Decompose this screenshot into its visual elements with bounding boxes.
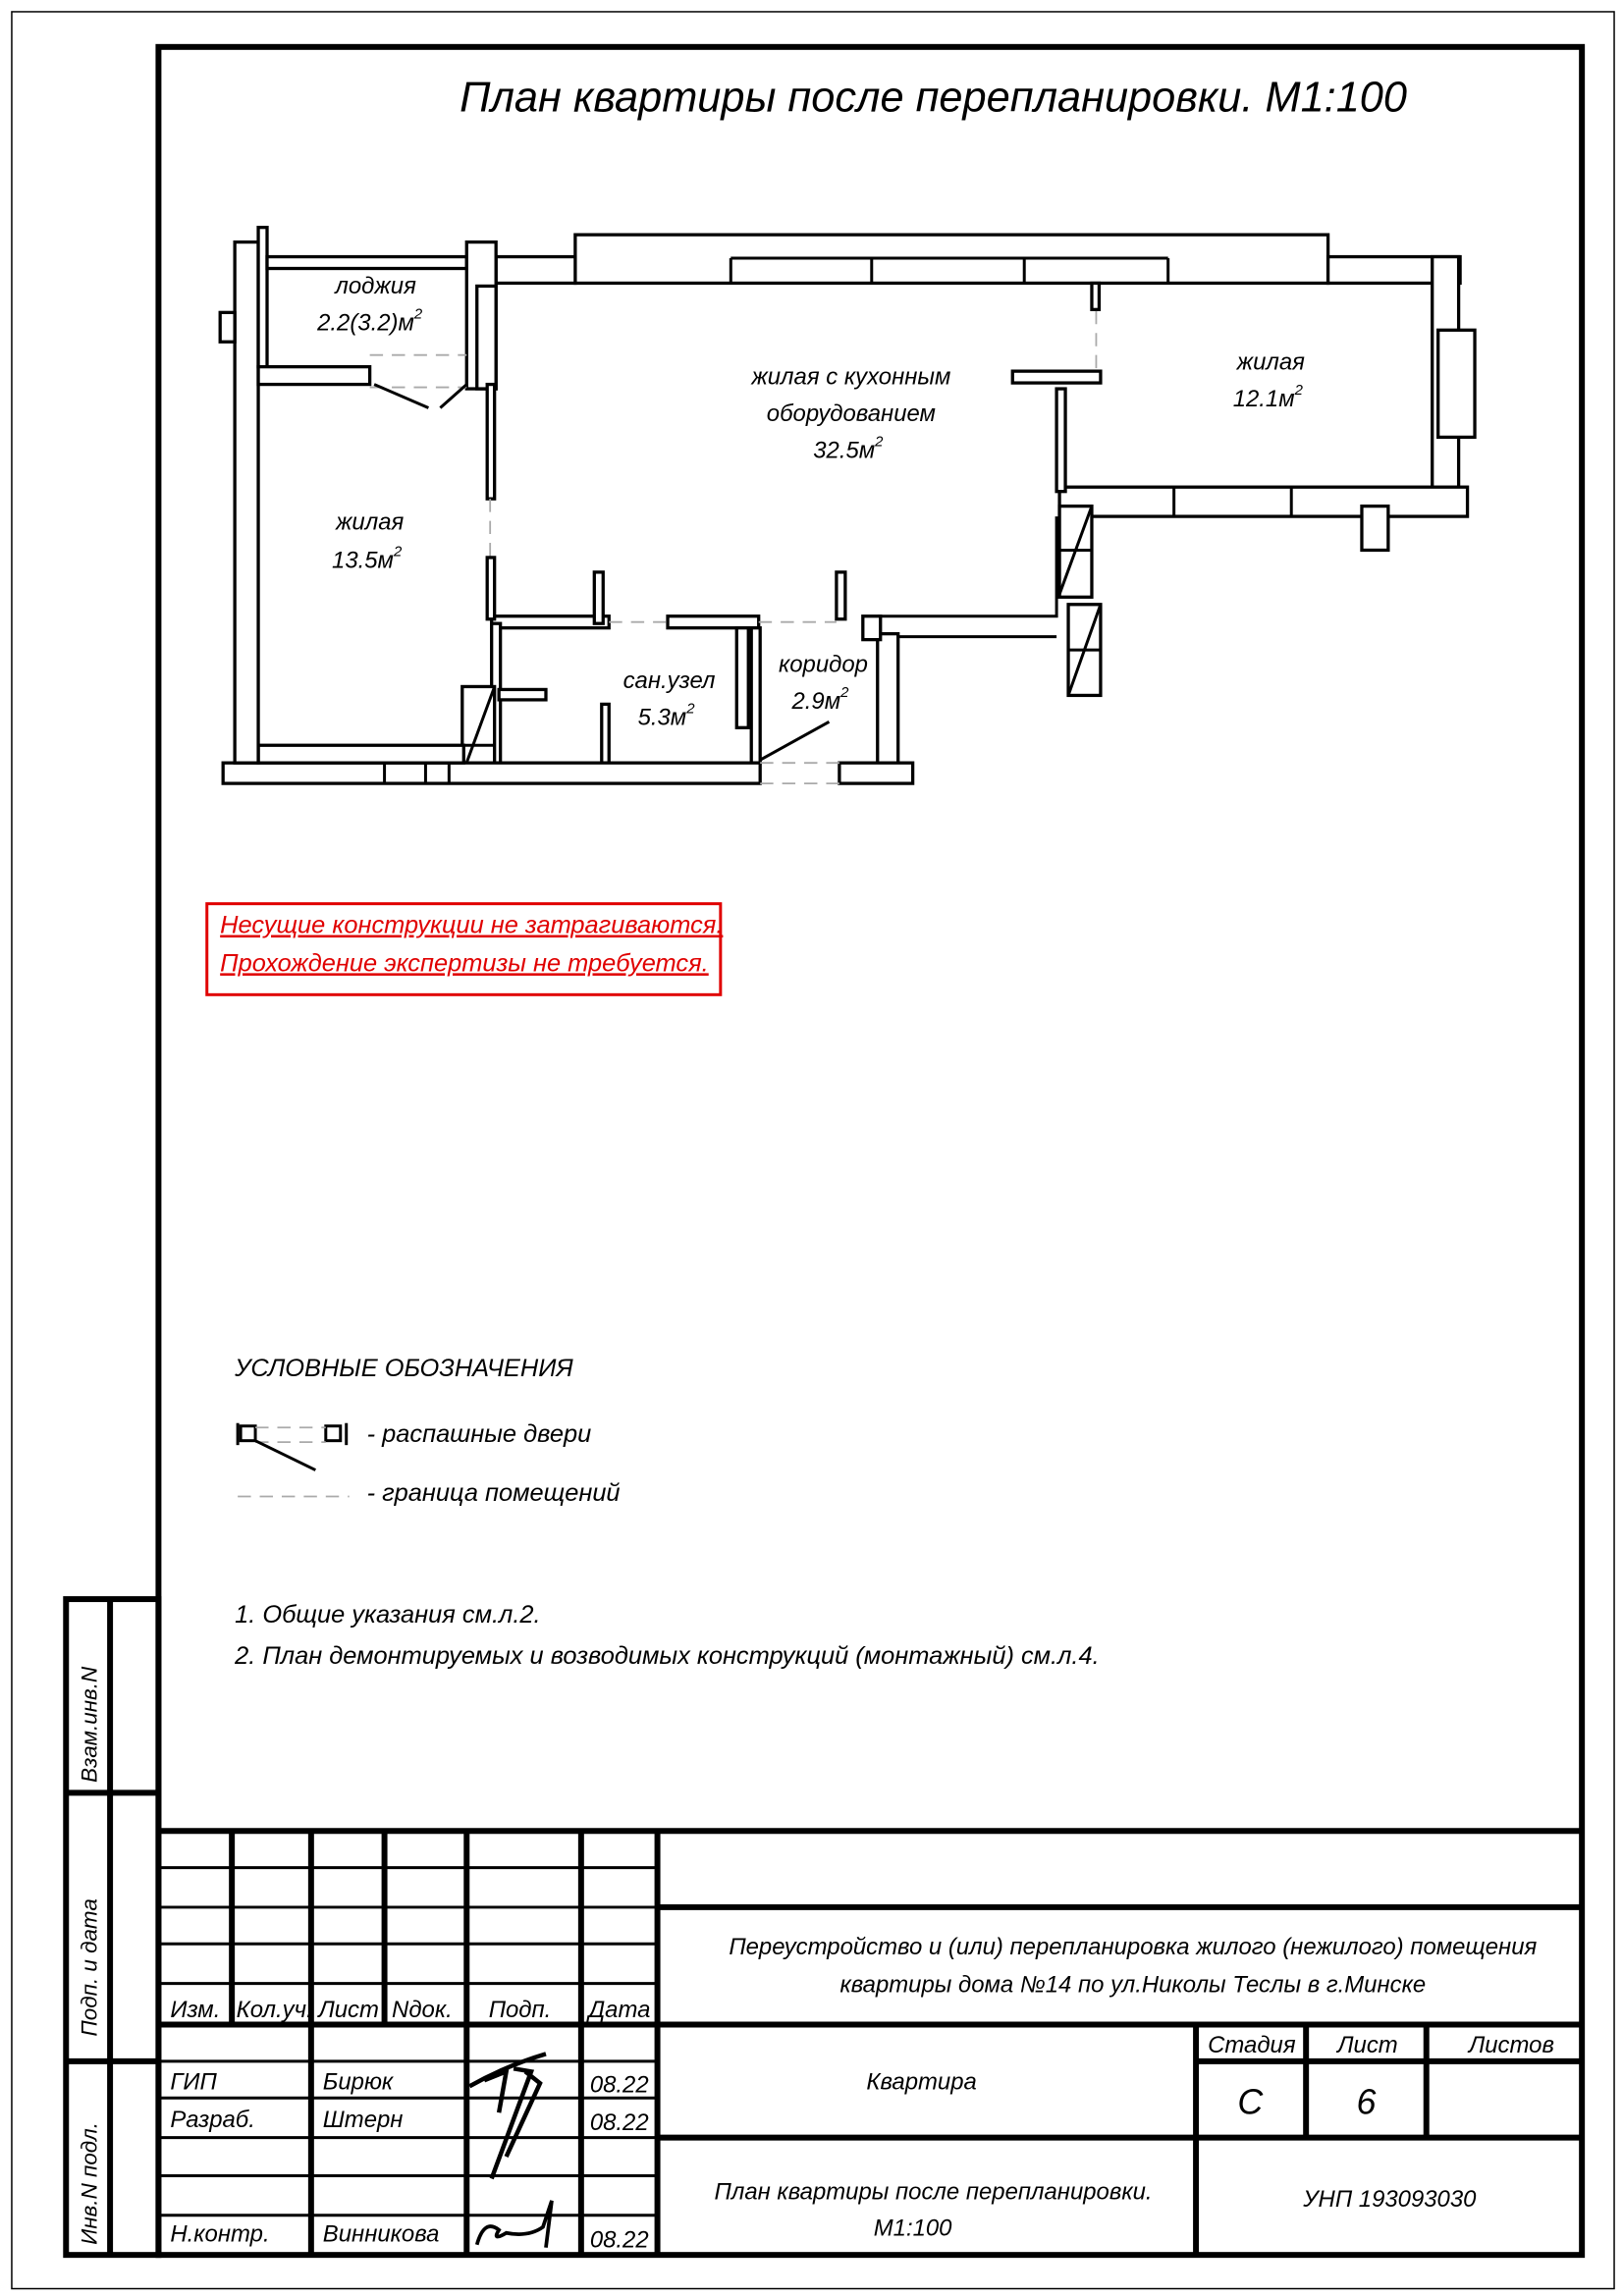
room-kitchen-name2: оборудованием xyxy=(767,400,936,427)
legend-door-label: - распашные двери xyxy=(367,1420,592,1448)
object-name: Квартира xyxy=(866,2068,976,2095)
sheets-label: Листов xyxy=(1467,2032,1554,2058)
sheet-title: План квартиры после перепланировки. М1:1… xyxy=(460,75,1407,122)
project-title-line2: квартиры дома №14 по ул.Николы Теслы в г… xyxy=(839,1972,1426,1999)
outer-border xyxy=(11,11,1615,2290)
role-norm-control: Н.контр. xyxy=(170,2221,269,2248)
role-developer: Разраб. xyxy=(170,2107,255,2133)
legend-boundary-label: - граница помещений xyxy=(367,1479,621,1507)
side-stamp-replace-inv: Взам.инв.N xyxy=(78,1666,102,1783)
title-block: Изм. Кол.уч. Лист Nдок. Подп. Дата ГИП Б… xyxy=(158,1828,1583,2256)
swing-door-icon xyxy=(236,1422,349,1471)
header-izm: Изм. xyxy=(170,1997,220,2023)
stage-label: Стадия xyxy=(1208,2032,1296,2058)
date-developer: 08.22 xyxy=(590,2109,649,2136)
header-list: Лист xyxy=(316,1997,379,2023)
room-living-right-area: 12.1м2 xyxy=(1233,382,1304,412)
note-line-1: Несущие конструкции не затрагиваются. xyxy=(220,912,723,939)
inner-frame xyxy=(155,43,1586,2259)
room-kitchen-name1: жилая с кухонным xyxy=(750,364,950,391)
name-norm-control: Винникова xyxy=(323,2221,440,2248)
header-ndok: Nдок. xyxy=(392,1997,453,2023)
legend: УСЛОВНЫЕ ОБОЗНАЧЕНИЯ - распашные двери -… xyxy=(234,1355,620,1507)
legend-title: УСЛОВНЫЕ ОБОЗНАЧЕНИЯ xyxy=(234,1355,573,1382)
name-developer: Штерн xyxy=(323,2107,404,2133)
date-gip: 08.22 xyxy=(590,2071,649,2098)
signature-gip xyxy=(468,2052,547,2180)
room-loggia-area: 2.2(3.2)м2 xyxy=(316,305,423,336)
date-norm-control: 08.22 xyxy=(590,2227,649,2254)
project-title-line1: Переустройство и (или) перепланировка жи… xyxy=(729,1934,1537,1960)
general-note-2: 2. План демонтируемых и возводимых конст… xyxy=(234,1642,1100,1670)
room-bathroom-name: сан.узел xyxy=(623,667,716,694)
note-line-2: Прохождение экспертизы не требуется. xyxy=(220,949,709,977)
name-gip: Бирюк xyxy=(323,2068,395,2095)
sheet-label: Лист xyxy=(1335,2032,1398,2058)
stage-value: С xyxy=(1237,2083,1264,2122)
side-stamp-sign-date: Подп. и дата xyxy=(78,1898,102,2036)
room-kitchen-area: 32.5м2 xyxy=(813,433,884,463)
floor-plan: лоджия 2.2(3.2)м2 жилая с кухонным обору… xyxy=(218,226,1477,785)
general-note-1: 1. Общие указания см.л.2. xyxy=(235,1601,540,1629)
room-living-right-name: жилая xyxy=(1236,349,1306,376)
side-stamp: Взам.инв.N Подп. и дата Инв.N подл. xyxy=(63,1596,162,2259)
room-loggia-name: лоджия xyxy=(333,273,416,299)
room-corridor-name: коридор xyxy=(779,652,868,678)
header-podp: Подп. xyxy=(489,1997,552,2023)
structural-note-box: Несущие конструкции не затрагиваются. Пр… xyxy=(205,902,723,996)
drawing-title-line2: М1:100 xyxy=(874,2216,952,2242)
room-bathroom-area: 5.3м2 xyxy=(638,700,696,730)
sheet-value: 6 xyxy=(1356,2083,1376,2122)
header-kol-uch: Кол.уч. xyxy=(237,1997,313,2023)
header-data: Дата xyxy=(585,1997,650,2023)
room-living-left-area: 13.5м2 xyxy=(332,543,403,573)
drawing-title-line1: План квартиры после перепланировки. xyxy=(715,2178,1153,2205)
room-corridor-area: 2.9м2 xyxy=(790,684,849,715)
room-living-left-name: жилая xyxy=(335,509,405,536)
company-code: УНП 193093030 xyxy=(1302,2186,1477,2213)
side-stamp-inv-orig: Инв.N подл. xyxy=(78,2122,102,2245)
signature-norm-control xyxy=(474,2200,554,2248)
role-gip: ГИП xyxy=(170,2068,217,2095)
